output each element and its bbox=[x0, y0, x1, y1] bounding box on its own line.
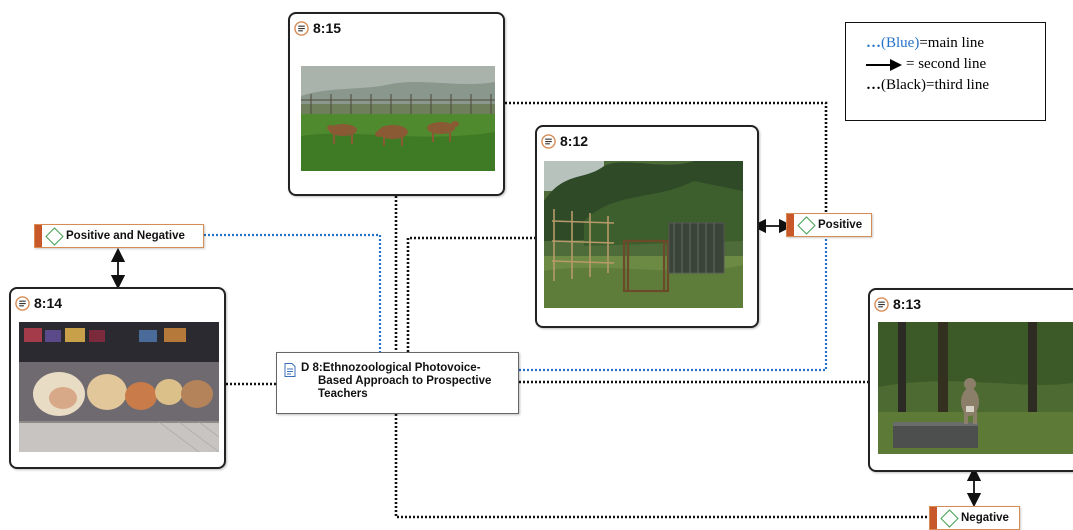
legend-third-line-text: (Black)=third line bbox=[881, 77, 990, 93]
quotation-id: 8:12 bbox=[560, 133, 589, 149]
document-lines-icon bbox=[15, 295, 30, 311]
macaque-photo bbox=[878, 322, 1073, 454]
document-title-line-2: Based Approach to Prospective bbox=[318, 375, 492, 387]
legend-blue-dots: … bbox=[866, 35, 881, 51]
quotation-card-8-12[interactable]: 8:12 bbox=[535, 125, 759, 328]
arrow-right-icon bbox=[866, 58, 902, 71]
code-diamond-icon bbox=[940, 508, 959, 528]
quotation-id: 8:13 bbox=[893, 296, 922, 312]
legend-main-line: … (Blue) =main line bbox=[866, 33, 1045, 54]
code-label: Positive bbox=[818, 219, 863, 231]
document-lines-icon bbox=[874, 296, 889, 312]
code-negative[interactable]: Negative bbox=[929, 506, 1020, 530]
document-lines-icon bbox=[294, 20, 309, 36]
code-color-bar bbox=[35, 225, 42, 247]
code-label: Negative bbox=[961, 512, 1009, 524]
legend-second-line-text: = second line bbox=[906, 56, 987, 72]
code-diamond-icon bbox=[45, 226, 64, 246]
code-color-bar bbox=[787, 214, 794, 236]
legend-blue-word: (Blue) bbox=[881, 35, 920, 51]
main-line-positive-negative bbox=[204, 233, 382, 352]
code-diamond-icon bbox=[797, 215, 816, 235]
third-line-8-12 bbox=[406, 236, 536, 352]
quotation-card-8-13[interactable]: 8:13 bbox=[868, 288, 1073, 472]
code-positive-and-negative[interactable]: Positive and Negative bbox=[34, 224, 204, 248]
quotation-card-8-14[interactable]: 8:14 bbox=[9, 287, 226, 469]
document-title: D 8:Ethnozoological Photovoice- Based Ap… bbox=[301, 362, 491, 401]
shell-display-photo bbox=[19, 322, 219, 452]
legend-second-line: = second line bbox=[866, 54, 1045, 75]
deer-grazing-photo bbox=[301, 66, 495, 171]
legend-main-line-text: =main line bbox=[919, 35, 985, 51]
document-file-icon bbox=[284, 363, 296, 377]
enclosure-photo bbox=[544, 161, 743, 308]
code-positive[interactable]: Positive bbox=[786, 213, 872, 237]
quotation-id: 8:15 bbox=[313, 20, 342, 36]
legend: … (Blue) =main line = second line … (Bla… bbox=[845, 22, 1046, 121]
document-title-line-3: Teachers bbox=[318, 388, 368, 400]
code-label: Positive and Negative bbox=[66, 230, 185, 242]
quotation-card-8-15[interactable]: 8:15 bbox=[288, 12, 505, 196]
legend-black-dots: … bbox=[866, 77, 881, 93]
third-line-8-15-positive bbox=[505, 101, 828, 212]
document-title-line-1: D 8:Ethnozoological Photovoice- bbox=[301, 362, 481, 374]
quotation-id: 8:14 bbox=[34, 295, 63, 311]
third-line-negative bbox=[394, 414, 929, 519]
legend-third-line: … (Black)=third line bbox=[866, 75, 1045, 96]
code-color-bar bbox=[930, 507, 937, 529]
document-node[interactable]: D 8:Ethnozoological Photovoice- Based Ap… bbox=[276, 352, 519, 414]
document-lines-icon bbox=[541, 133, 556, 149]
